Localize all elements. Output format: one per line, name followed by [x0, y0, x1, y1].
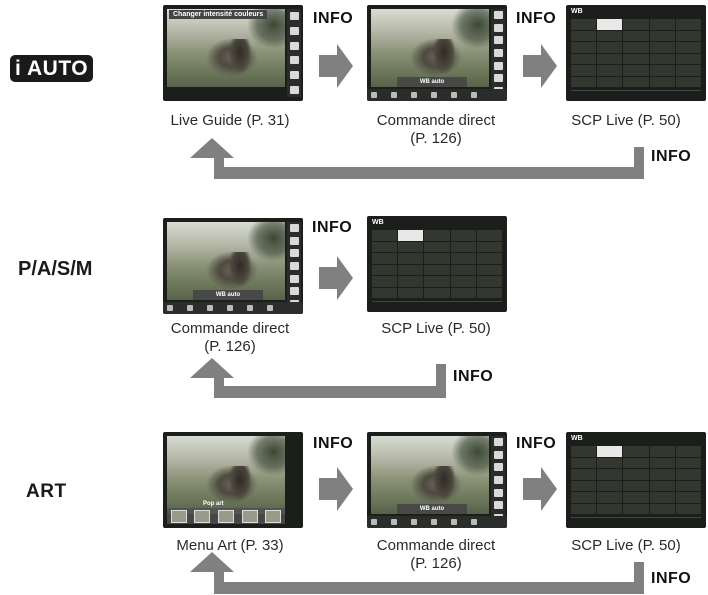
art-menu-screen: Pop art [163, 432, 303, 528]
info-label: INFO [516, 10, 557, 27]
caption-art-menu: Menu Art (P. 33) [176, 537, 284, 554]
return-arrow-icon [190, 552, 644, 594]
return-arrow-icon [190, 138, 644, 179]
caption-scp-live: SCP Live (P. 50) [571, 112, 681, 129]
scp-title: WB [571, 8, 583, 15]
scp-live-screen: WB [566, 432, 706, 528]
direct-control-screen: WB auto [367, 5, 507, 101]
info-label: INFO [651, 148, 692, 165]
wb-auto-bar: WB auto [193, 290, 263, 300]
art-mode-label: ART [26, 481, 67, 502]
caption-direct-control: Commande direct(P. 126) [170, 320, 290, 355]
scp-live-screen: WB [566, 5, 706, 101]
live-guide-screen: Changer intensité couleurs [163, 5, 303, 101]
scp-title: WB [372, 219, 384, 226]
info-label: INFO [516, 435, 557, 452]
direct-control-screen: WB auto [367, 432, 507, 528]
info-label: INFO [313, 435, 354, 452]
info-label: INFO [651, 570, 692, 587]
arrow-right-icon [523, 44, 557, 88]
caption-direct-control: Commande direct(P. 126) [376, 112, 496, 147]
arrow-right-icon [319, 467, 353, 511]
caption-scp-live: SCP Live (P. 50) [381, 320, 491, 337]
info-label: INFO [312, 219, 353, 236]
wb-auto-bar: WB auto [397, 77, 467, 87]
direct-control-screen: WB auto [163, 218, 303, 314]
return-arrow-icon [190, 358, 446, 398]
caption-scp-live: SCP Live (P. 50) [571, 537, 681, 554]
scp-live-screen: WB [367, 216, 507, 312]
wb-auto-bar: WB auto [397, 504, 467, 514]
arrow-right-icon [319, 44, 353, 88]
arrow-right-icon [523, 467, 557, 511]
scp-title: WB [571, 435, 583, 442]
caption-live-guide: Live Guide (P. 31) [170, 112, 290, 129]
arrow-right-icon [319, 256, 353, 300]
info-label: INFO [453, 368, 494, 385]
pasm-mode-label: P/A/S/M [18, 258, 93, 280]
info-label: INFO [313, 10, 354, 27]
caption-direct-control: Commande direct(P. 126) [376, 537, 496, 572]
live-guide-overlay-label: Changer intensité couleurs [169, 10, 268, 19]
art-menu-overlay-label: Pop art [203, 501, 224, 507]
